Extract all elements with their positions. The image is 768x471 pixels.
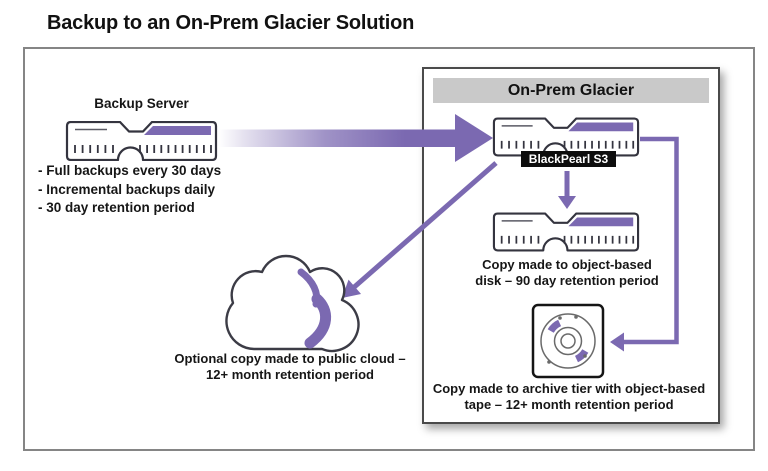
bullet-line: - Full backups every 30 days — [38, 163, 222, 178]
caption-line: Copy made to archive tier with object-ba… — [432, 381, 706, 396]
tape-reel-icon — [531, 303, 605, 379]
caption-line: Copy made to object-based — [482, 257, 652, 272]
bullet-line: - 30 day retention period — [38, 200, 195, 215]
blackpearl-server-icon — [492, 117, 640, 157]
backup-server-notes: - Full backups every 30 days - Increment… — [38, 162, 221, 218]
bullet-line: - Incremental backups daily — [38, 181, 216, 197]
backup-server-label: Backup Server — [94, 96, 189, 111]
to-tape-arrow-icon — [610, 136, 679, 352]
to-cloud-arrow-icon — [342, 161, 498, 298]
caption-line: 12+ month retention period — [206, 367, 374, 382]
caption-line: disk – 90 day retention period — [475, 273, 659, 288]
page-title: Backup to an On-Prem Glacier Solution — [47, 12, 415, 34]
to-disk-arrow-icon — [558, 171, 576, 209]
tape-caption: Copy made to archive tier with object-ba… — [426, 381, 712, 413]
backup-server-icon — [65, 121, 218, 161]
blackpearl-s3-tag: BlackPearl S3 — [521, 151, 616, 167]
caption-line: tape – 12+ month retention period — [464, 397, 674, 412]
onprem-glacier-header: On-Prem Glacier — [433, 78, 709, 103]
cloud-caption: Optional copy made to public cloud – 12+… — [165, 351, 415, 383]
disk-server-icon — [492, 212, 640, 252]
main-flow-arrow-icon — [219, 114, 493, 162]
cloud-icon — [225, 254, 360, 353]
caption-line: Optional copy made to public cloud – — [174, 351, 406, 366]
disk-caption: Copy made to object-based disk – 90 day … — [442, 257, 692, 289]
